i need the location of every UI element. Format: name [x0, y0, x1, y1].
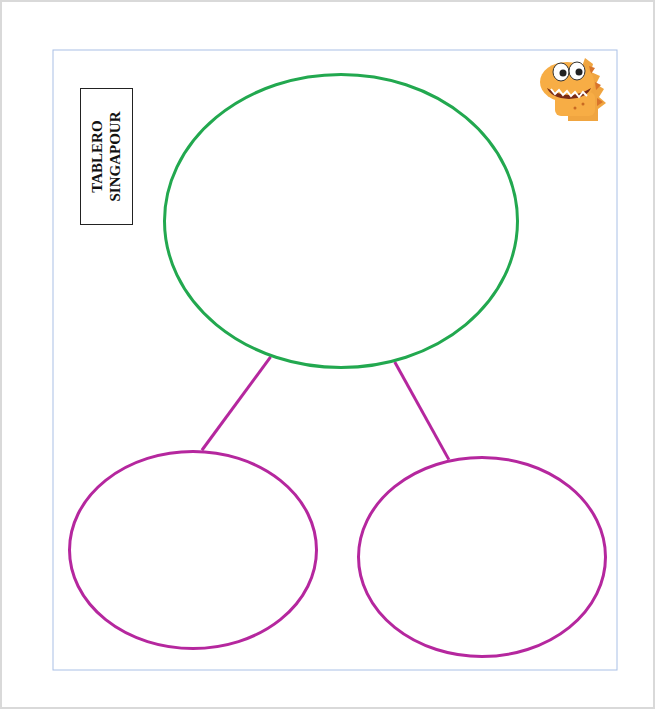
connector-line	[395, 362, 449, 460]
ellipse-outline	[68, 450, 318, 650]
ellipse-line	[70, 452, 317, 649]
title-text: TABLERO SINGAPOUR	[89, 101, 124, 211]
whole-circle	[163, 73, 519, 369]
title-box: TABLERO SINGAPOUR	[80, 88, 133, 225]
dinosaur-icon	[540, 58, 606, 121]
ellipse-outline	[163, 73, 519, 369]
ellipse-line	[165, 75, 518, 368]
ellipse-line	[359, 458, 606, 657]
page-border	[53, 50, 617, 670]
ellipse-outline	[357, 456, 607, 658]
part-circle	[68, 450, 318, 650]
connector-line	[202, 357, 271, 450]
part-circle	[357, 456, 607, 658]
